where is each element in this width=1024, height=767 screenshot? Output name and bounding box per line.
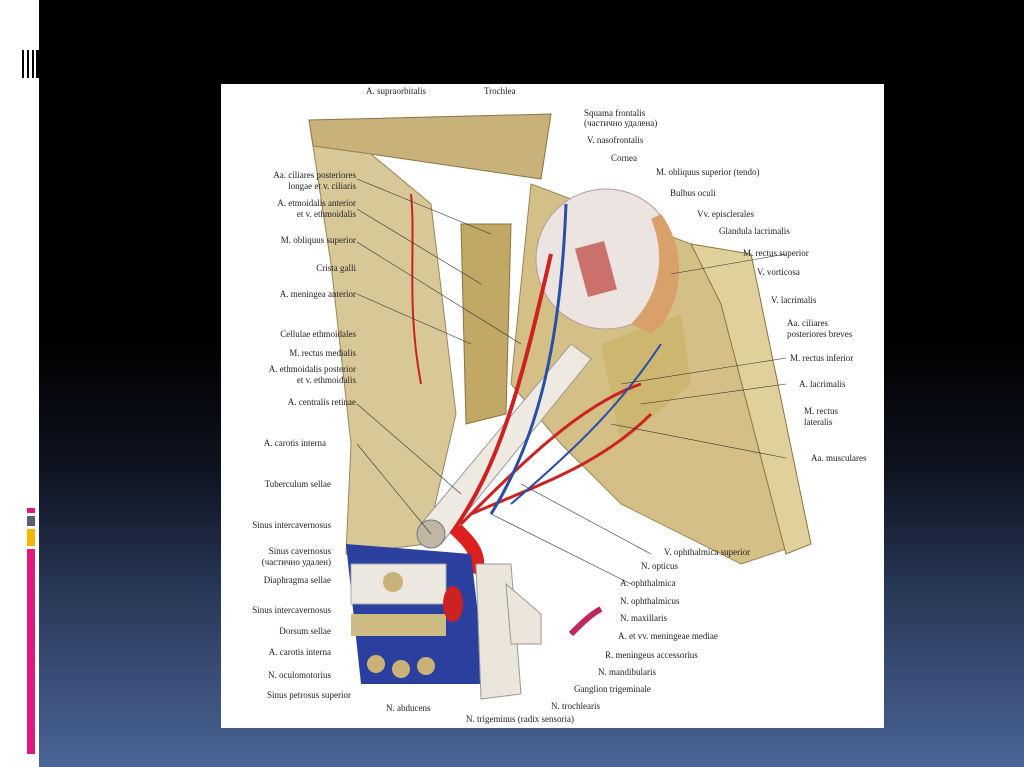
- label-left: Dorsum sellae: [279, 626, 331, 636]
- label-left: longae et v. ciliaris: [288, 181, 356, 191]
- label-left: N. oculomotorius: [268, 670, 331, 680]
- accent-bar-yellow: [27, 529, 35, 546]
- label-left: A. meningea anterior: [279, 289, 356, 299]
- label-right: Bulbus oculi: [670, 188, 716, 198]
- label-right: Cornea: [611, 153, 637, 163]
- label-left: M. rectus medialis: [289, 348, 356, 358]
- label-left: Sinus intercavernosus: [252, 520, 331, 530]
- label-right: Aa. musculares: [811, 453, 867, 463]
- label-bottom: N. ophthalmicus: [620, 596, 680, 606]
- label-left: A. centralis retinae: [287, 397, 356, 407]
- label-left: A. carotis interna: [268, 647, 331, 657]
- label-right: V. nasofrontalis: [587, 135, 644, 145]
- label-left: Cellulae ethmoidales: [280, 329, 356, 339]
- label-left: Aa. ciliares posteriores: [273, 170, 356, 180]
- label-right: M. obliquus superior (tendo): [656, 167, 760, 177]
- label-left: M. obliquus superior: [280, 235, 356, 245]
- label-right: Squama frontalis: [584, 108, 646, 118]
- label-right: M. rectus superior: [743, 248, 809, 258]
- label-right: Aa. ciliares: [787, 318, 828, 328]
- label-right: A. lacrimalis: [799, 379, 846, 389]
- label-left: Tuberculum sellae: [264, 479, 331, 489]
- label-bottom: N. maxillaris: [620, 613, 667, 623]
- label-left: Crista galli: [316, 263, 356, 273]
- orbit-illustration: [308, 113, 812, 700]
- label-left: A. carotis interna: [263, 438, 326, 448]
- label-right: Glandula lacrimalis: [719, 226, 790, 236]
- label-bottom: A. et vv. meningeae mediae: [618, 631, 718, 641]
- label-right: V. lacrimalis: [771, 295, 817, 305]
- accent-bar-pink-long: [27, 549, 35, 754]
- label-bottom: R. meningeus accessorius: [605, 650, 698, 660]
- accent-bar-gray: [27, 516, 35, 526]
- label-bottom: A. ophthalmica: [620, 578, 676, 588]
- label-bottom: N. opticus: [641, 561, 678, 571]
- label-trochlea: Trochlea: [484, 86, 516, 96]
- label-bottom: N. mandibularis: [598, 667, 656, 677]
- label-bottom: N. abducens: [386, 703, 431, 713]
- label-right: posteriores breves: [787, 329, 853, 339]
- label-right: Vv. episclerales: [697, 209, 754, 219]
- label-right: lateralis: [804, 417, 833, 427]
- label-left: A. ethmoidalis posterior: [268, 364, 356, 374]
- label-left: Sinus cavernosus: [268, 546, 331, 556]
- label-left: A. etmoidalis anterior: [277, 198, 356, 208]
- label-right: (частично удалена): [584, 118, 658, 128]
- label-left: Sinus petrosus superior: [267, 690, 351, 700]
- label-bottom: Ganglion trigeminale: [574, 684, 651, 694]
- label-right: M. rectus inferior: [790, 353, 854, 363]
- label-left: et v. ethmoidalis: [296, 375, 356, 385]
- label-bottom: N. trigeminus (radix sensoria): [466, 714, 574, 724]
- label-right: V. vorticosa: [757, 267, 800, 277]
- anatomy-figure-orbit: A. supraorbitalis Trochlea Aa. ciliares …: [221, 84, 884, 728]
- label-left: Diaphragma sellae: [263, 575, 331, 585]
- label-bottom: N. trochlearis: [551, 701, 600, 711]
- accent-bar-pink: [27, 508, 35, 513]
- label-a-supraorbitalis: A. supraorbitalis: [366, 86, 426, 96]
- label-bottom: V. ophthalmica superior: [664, 547, 751, 557]
- label-left: Sinus intercavernosus: [252, 605, 331, 615]
- label-left: (частично удален): [261, 557, 331, 567]
- label-left: et v. ethmoidalis: [296, 209, 356, 219]
- label-right: M. rectus: [804, 406, 838, 416]
